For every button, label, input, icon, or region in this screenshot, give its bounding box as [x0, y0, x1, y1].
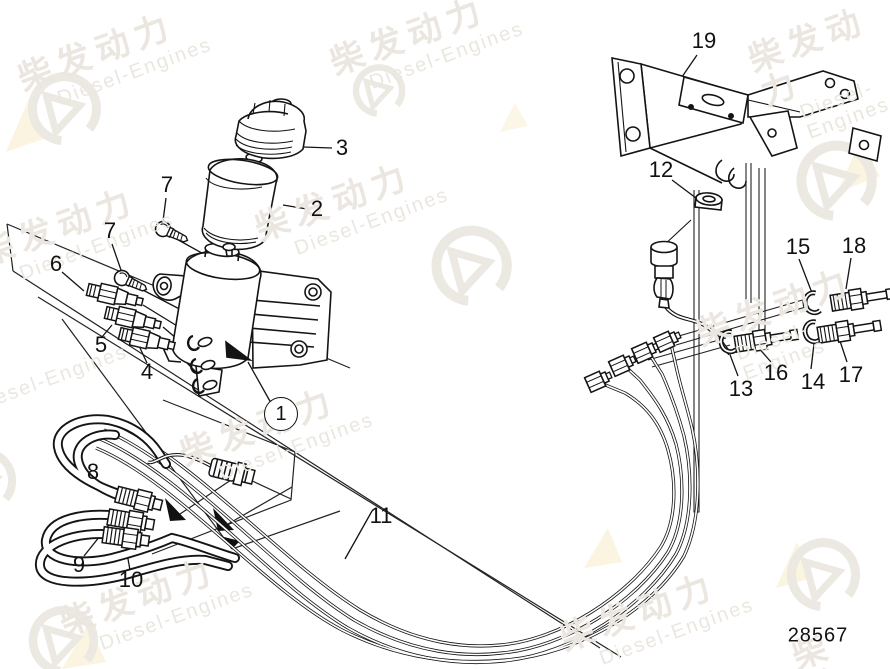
- filter-cartridge-2: [201, 153, 279, 257]
- pipe-nut: [652, 326, 684, 354]
- grommet-12: [694, 192, 723, 211]
- hose-assembly: [35, 414, 240, 587]
- arrow-marks: [165, 498, 240, 549]
- pipe-nut: [583, 366, 615, 394]
- bracket-19: [611, 56, 882, 189]
- clip-15: [803, 292, 821, 315]
- clip-13: [719, 331, 737, 354]
- fitting-17: [816, 314, 883, 346]
- fitting-16: [733, 323, 800, 355]
- watermark-logos: [0, 62, 880, 669]
- reference-outlines: [6, 223, 622, 658]
- pipe-bundle-11: [95, 343, 700, 665]
- filter-cap-3: [234, 98, 307, 160]
- fitting-4: [116, 323, 178, 356]
- cable-connector: [147, 452, 256, 487]
- pump-unit-1: [152, 242, 332, 397]
- fitting-18: [829, 282, 890, 314]
- pipe-guide-lines: [647, 163, 810, 513]
